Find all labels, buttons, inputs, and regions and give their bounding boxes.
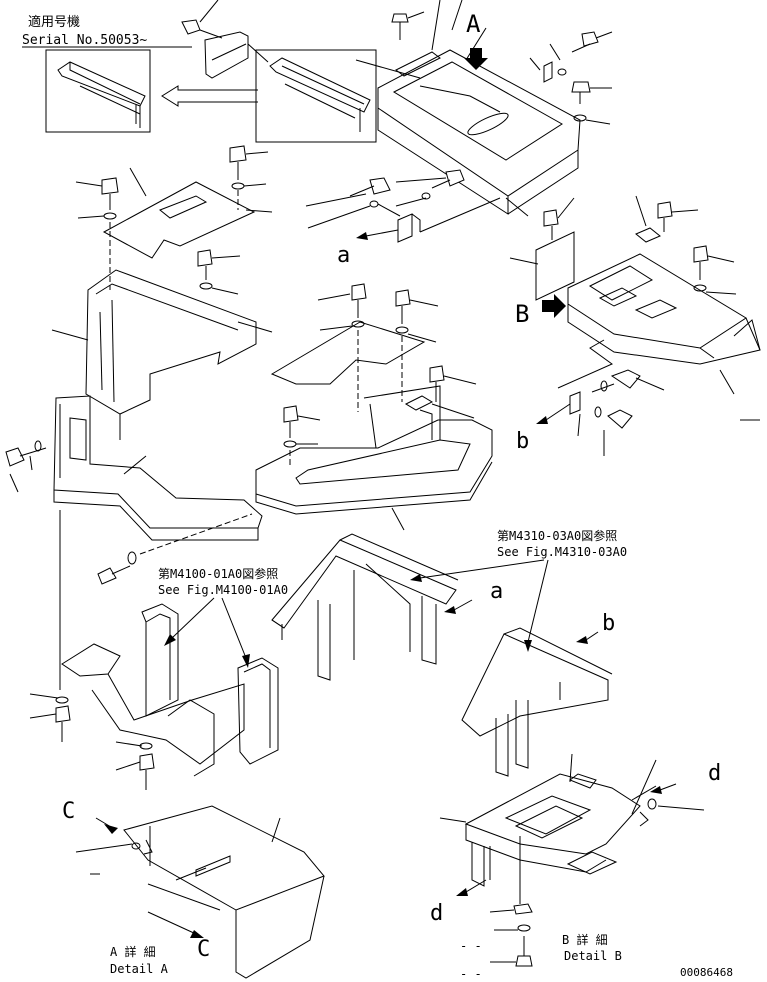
- ref-4100-en: See Fig.M4100-01A0: [158, 583, 288, 597]
- label-A: A: [466, 10, 481, 38]
- center-cover-plate: [270, 321, 426, 385]
- bolt-right-1: [543, 197, 575, 240]
- bolt-right-4: [591, 369, 665, 393]
- bolt-top-2: [571, 31, 613, 53]
- bolt-right-2: [657, 201, 699, 232]
- left-long-frame: [53, 395, 263, 541]
- bolt-detail-b: [490, 936, 533, 967]
- ref-4310-jp: 第M4310-03A0図参照: [497, 528, 617, 543]
- bolt-mid-1: [305, 177, 401, 229]
- label-d-left: d: [430, 901, 443, 926]
- bolt-mid-2: [395, 169, 465, 207]
- detail-b-jp: B 詳 細: [562, 932, 608, 947]
- detail-b-en: Detail B: [564, 949, 622, 963]
- stand-left: [61, 603, 279, 777]
- label-C-bottom: C: [197, 937, 210, 962]
- label-a-stand: a: [490, 579, 503, 604]
- detail-a-en: Detail A: [110, 962, 169, 976]
- bolt-right-3: [693, 245, 737, 295]
- clip-a: [356, 213, 421, 243]
- bolt-center-3: [429, 365, 477, 402]
- cover-plate-left: [102, 181, 256, 259]
- inset-box-left: [45, 49, 151, 133]
- upper-frame-a: [377, 49, 581, 215]
- serial-label-en: Serial No.50053~: [22, 33, 147, 48]
- stand-a: [271, 533, 459, 681]
- label-C-top: C: [62, 799, 75, 824]
- bolt-left-5: [97, 513, 253, 585]
- bolt-right-5: [577, 406, 633, 456]
- bolt-top-1: [391, 11, 425, 40]
- label-b-right: b: [516, 429, 529, 454]
- bolt-top-3: [571, 81, 612, 104]
- right-frame-b: [567, 253, 761, 365]
- label-B-right: B: [515, 300, 529, 328]
- detail-a-frame: [123, 805, 325, 979]
- label-b-stand: b: [602, 611, 615, 636]
- label-a-mid: a: [337, 243, 350, 268]
- bolt-center-1: [317, 283, 367, 331]
- detail-b-frame: [464, 773, 641, 887]
- serial-label-jp: 適用号機: [28, 14, 80, 30]
- dash-1: - -: [460, 939, 482, 953]
- drawing-number: 00086468: [680, 966, 733, 979]
- bolt-left-3: [197, 249, 241, 295]
- left-frame: [85, 269, 257, 440]
- ref-4310-en: See Fig.M4310-03A0: [497, 545, 627, 559]
- transition-arrow: [161, 85, 258, 107]
- bolt-center-4: [283, 405, 321, 448]
- side-panel-b: [535, 231, 575, 301]
- bolt-left-1: [75, 177, 119, 220]
- bolt-left-2: [229, 145, 269, 190]
- bolt-center-2: [395, 289, 439, 343]
- bolt-left-stand-2: [115, 753, 155, 790]
- center-main-frame: [255, 385, 493, 515]
- clip-b: [536, 391, 581, 424]
- inset-box-right: [255, 49, 377, 143]
- detail-a-jp: A 詳 細: [110, 944, 156, 959]
- bolt-left-4: [5, 440, 47, 493]
- bolt-left-stand-1: [29, 705, 71, 742]
- ref-4100-jp: 第M4100-01A0図参照: [158, 566, 278, 581]
- dash-2: - -: [460, 967, 482, 981]
- stand-b: [461, 627, 613, 777]
- label-d-right: d: [708, 761, 721, 786]
